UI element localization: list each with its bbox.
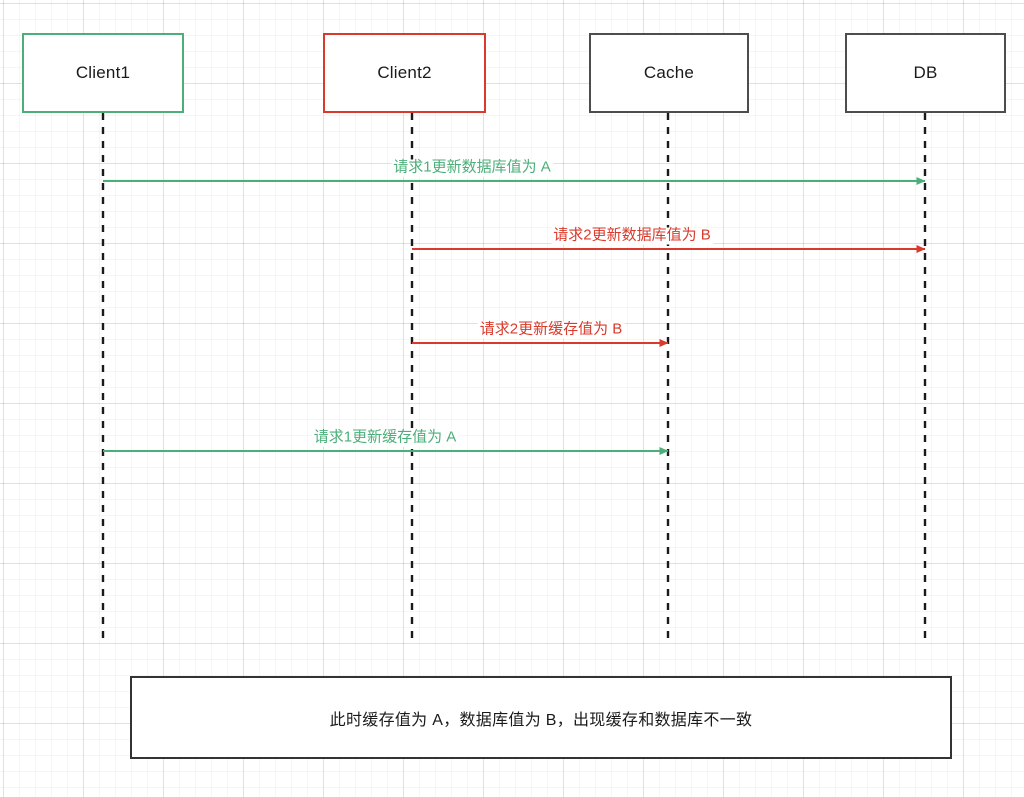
actor-box-client1[interactable]: Client1: [22, 33, 184, 113]
message-label-m4: 请求1更新缓存值为 A: [311, 428, 459, 446]
actor-box-cache[interactable]: Cache: [589, 33, 749, 113]
actor-label-db: DB: [913, 63, 938, 82]
actor-label-cache: Cache: [643, 63, 695, 82]
message-label-m3: 请求2更新缓存值为 B: [477, 320, 625, 338]
actor-box-db[interactable]: DB: [845, 33, 1006, 113]
message-label-m2: 请求2更新数据库值为 B: [551, 226, 713, 244]
actor-label-client1: Client1: [75, 63, 131, 82]
actor-label-client2: Client2: [377, 63, 432, 82]
lifelines: [101, 113, 927, 638]
actor-box-client2[interactable]: Client2: [323, 33, 486, 113]
message-arrows: [103, 177, 926, 455]
note-text: 此时缓存值为 A，数据库值为 B，出现缓存和数据库不一致: [329, 711, 753, 729]
message-label-m1: 请求1更新数据库值为 A: [391, 158, 553, 176]
note-box[interactable]: 此时缓存值为 A，数据库值为 B，出现缓存和数据库不一致: [130, 676, 952, 759]
